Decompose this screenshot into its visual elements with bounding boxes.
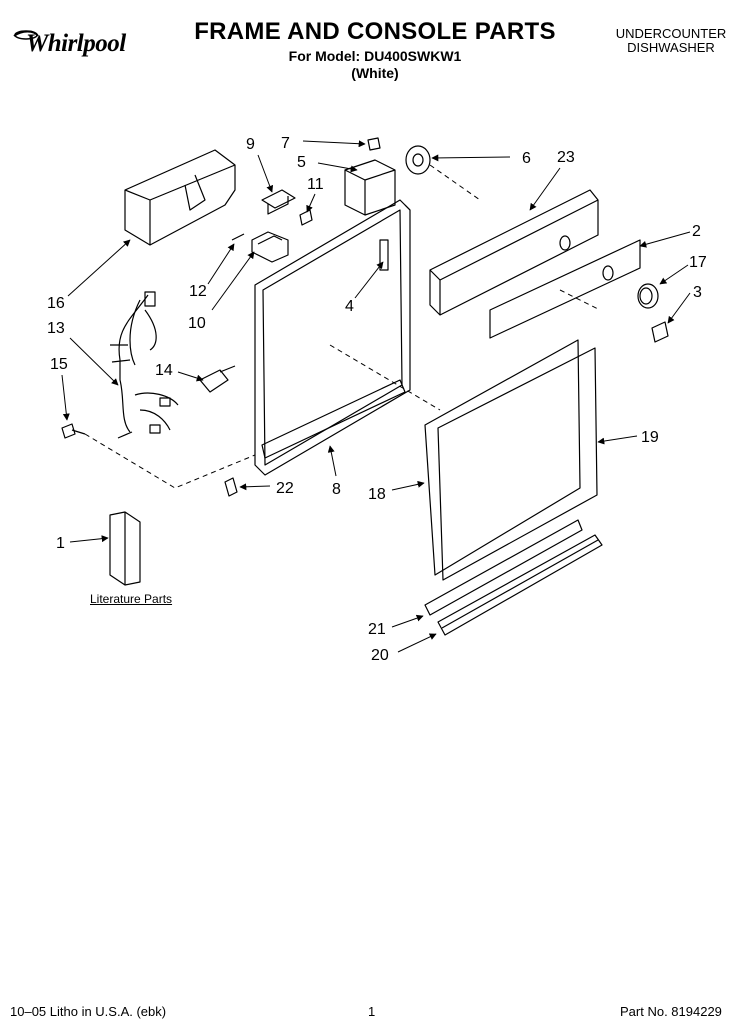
part-10-bracket — [251, 231, 289, 263]
color-line: (White) — [351, 65, 399, 81]
leader-19 — [597, 435, 638, 445]
part-17-knob — [637, 283, 659, 309]
callout-12: 12 — [189, 283, 207, 300]
part-18-inner-panel — [424, 339, 581, 576]
callout-6: 6 — [522, 150, 531, 167]
callout-20: 20 — [371, 647, 389, 664]
part-21-trim — [424, 519, 583, 616]
part-9-latch — [261, 189, 296, 215]
part-7-screw — [367, 137, 381, 151]
callout-1: 1 — [56, 535, 65, 552]
callout-16: 16 — [47, 295, 65, 312]
brand-logo: Whirlpool — [26, 30, 126, 57]
callout-7: 7 — [281, 135, 290, 152]
part-12-pin — [231, 233, 245, 241]
leader-22 — [239, 483, 271, 491]
part-3-clip — [651, 321, 669, 343]
callout-22: 22 — [276, 480, 294, 497]
part-1-literature — [109, 511, 141, 586]
model-line: For Model: DU400SWKW1 — [288, 48, 462, 64]
whirlpool-logo-swoosh-icon — [13, 30, 39, 40]
part-number: Part No. 8194229 — [620, 1004, 722, 1019]
callout-10: 10 — [188, 315, 206, 332]
product-line-1: UNDERCOUNTER — [615, 26, 727, 41]
leader-20 — [397, 633, 437, 653]
callout-17: 17 — [689, 254, 707, 271]
part-14-switch — [199, 365, 236, 393]
leader-6 — [431, 154, 511, 162]
callout-14: 14 — [155, 362, 173, 379]
part-8-bottom-rail — [261, 379, 406, 459]
page-title: FRAME AND CONSOLE PARTS — [194, 18, 556, 45]
part-13-wire-harness — [110, 291, 179, 439]
leader-14 — [177, 371, 204, 382]
part-6-knob — [405, 145, 431, 175]
part-15-screw — [61, 423, 86, 439]
leader-12 — [207, 243, 235, 285]
callout-21: 21 — [368, 621, 386, 638]
part-23-console — [429, 189, 599, 316]
part-22-clip — [224, 477, 238, 497]
assembly-line-2 — [559, 289, 601, 311]
leader-5 — [317, 162, 358, 173]
leader-1 — [69, 535, 109, 543]
leader-15 — [61, 374, 70, 421]
literature-parts-caption: Literature Parts — [90, 592, 173, 606]
leader-11 — [306, 193, 316, 213]
part-2-overlay — [489, 239, 641, 339]
callout-13: 13 — [47, 320, 65, 337]
assembly-line-15 — [84, 433, 256, 489]
part-4-door-frame — [254, 199, 411, 476]
leader-2 — [639, 231, 691, 248]
leader-7 — [302, 140, 366, 148]
callout-18: 18 — [368, 486, 386, 503]
assembly-line-4 — [329, 344, 441, 411]
footer-litho: 10–05 Litho in U.S.A. (ebk) — [10, 1004, 167, 1019]
leader-23 — [529, 167, 561, 211]
callout-19: 19 — [641, 429, 659, 446]
callout-3: 3 — [693, 284, 702, 301]
leader-17 — [659, 264, 689, 285]
assembly-line-6 — [429, 164, 481, 201]
part-11-clip — [299, 209, 313, 226]
page-number: 1 — [368, 1004, 376, 1019]
callout-9: 9 — [246, 136, 255, 153]
part-5-control-module — [344, 159, 396, 216]
product-type: UNDERCOUNTER DISHWASHER — [596, 27, 746, 55]
callout-11: 11 — [307, 176, 324, 193]
leader-13 — [69, 337, 119, 386]
product-line-2: DISHWASHER — [627, 40, 715, 55]
leader-4 — [354, 261, 384, 299]
leader-10 — [211, 251, 255, 311]
part-20-trim — [437, 534, 603, 636]
callout-23: 23 — [557, 149, 575, 166]
model-info: For Model: DU400SWKW1 (White) — [200, 48, 550, 82]
leader-16 — [67, 239, 131, 297]
part-16-shield — [124, 149, 236, 246]
leader-9 — [257, 154, 274, 193]
callout-4: 4 — [345, 298, 354, 315]
callout-8: 8 — [332, 481, 341, 498]
leader-21 — [391, 614, 424, 628]
leader-8 — [327, 445, 337, 477]
part-19-outer-panel — [437, 347, 598, 581]
callout-15: 15 — [50, 356, 68, 373]
leader-18 — [391, 480, 425, 491]
callout-5: 5 — [297, 154, 306, 171]
leader-3 — [667, 292, 691, 324]
callout-2: 2 — [692, 223, 701, 240]
